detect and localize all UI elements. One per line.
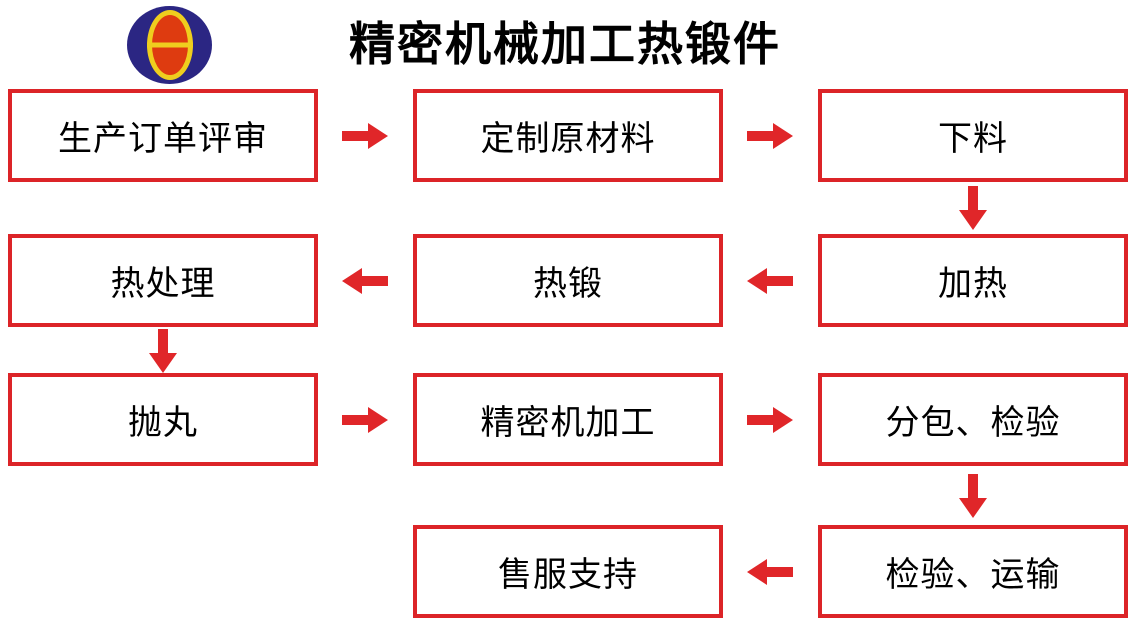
arrow-shape	[342, 407, 388, 433]
company-logo-icon	[127, 6, 212, 84]
flow-box-label: 抛丸	[128, 403, 198, 443]
down-arrow-cutting-to-heating-icon	[959, 186, 987, 230]
arrow-shape	[342, 268, 388, 294]
left-arrow-heating-to-forging-icon	[747, 268, 793, 294]
right-arrow-blasting-to-machining-icon	[342, 407, 388, 433]
right-arrow-order-to-material-icon	[342, 123, 388, 149]
right-arrow-material-to-cutting-icon	[747, 123, 793, 149]
flow-box-inspection-transport: 检验、运输	[818, 525, 1128, 618]
flow-box-cutting: 下料	[818, 89, 1128, 182]
logo-inner-ellipse	[146, 10, 193, 80]
flow-box-shot-blasting: 抛丸	[8, 373, 318, 466]
arrow-shape	[959, 474, 987, 518]
down-arrow-treatment-to-blasting-icon	[149, 329, 177, 373]
flow-box-label: 售服支持	[498, 555, 638, 595]
flow-box-hot-forging: 热锻	[413, 234, 723, 327]
flow-box-label: 精密机加工	[480, 403, 656, 443]
flow-box-order-review: 生产订单评审	[8, 89, 318, 182]
logo-horizontal-bar	[146, 42, 193, 48]
arrow-shape	[149, 329, 177, 373]
flow-box-after-sales-support: 售服支持	[413, 525, 723, 618]
arrow-shape	[342, 123, 388, 149]
flow-box-label: 热处理	[110, 264, 216, 304]
arrow-shape	[747, 407, 793, 433]
flow-box-label: 分包、检验	[885, 403, 1061, 443]
flow-box-label: 检验、运输	[885, 555, 1061, 595]
arrow-shape	[747, 268, 793, 294]
flow-box-label: 定制原材料	[480, 119, 656, 159]
flow-box-subcontract-inspection: 分包、检验	[818, 373, 1128, 466]
flow-box-label: 加热	[938, 264, 1008, 304]
arrow-shape	[747, 559, 793, 585]
arrow-shape	[747, 123, 793, 149]
flow-box-heating: 加热	[818, 234, 1128, 327]
left-arrow-forging-to-treatment-icon	[342, 268, 388, 294]
left-arrow-transport-to-support-icon	[747, 559, 793, 585]
flow-box-raw-material: 定制原材料	[413, 89, 723, 182]
diagram-title: 精密机械加工热锻件	[349, 17, 781, 71]
flow-box-label: 热锻	[533, 264, 603, 304]
flow-box-label: 下料	[938, 119, 1008, 159]
down-arrow-subcontract-to-transport-icon	[959, 474, 987, 518]
arrow-shape	[959, 186, 987, 230]
flow-box-precision-machining: 精密机加工	[413, 373, 723, 466]
flow-box-heat-treatment: 热处理	[8, 234, 318, 327]
right-arrow-machining-to-subcontract-icon	[747, 407, 793, 433]
flow-box-label: 生产订单评审	[58, 119, 268, 159]
